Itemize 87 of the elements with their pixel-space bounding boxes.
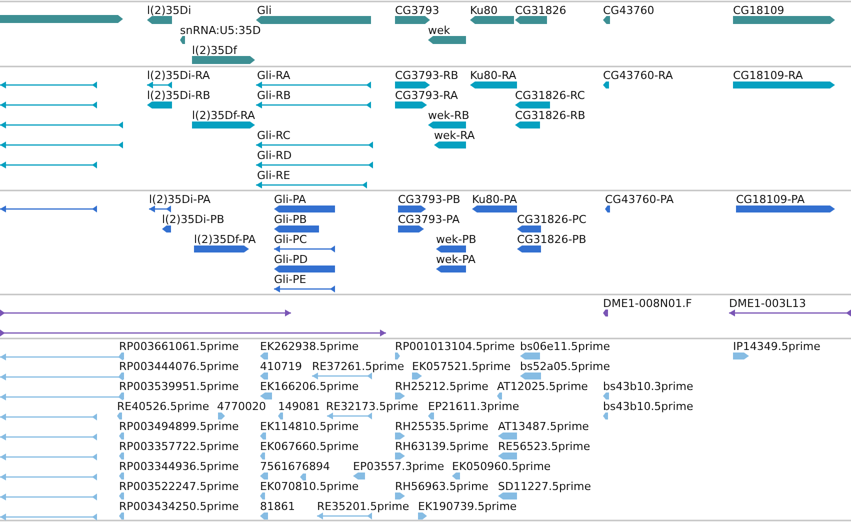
feature-label: AT13487.5prime (498, 420, 589, 433)
feature-label: CG31826 (515, 4, 566, 17)
feature-label: Gli-RC (257, 129, 290, 142)
feature-label: RE40526.5prime (117, 400, 210, 413)
feature-label: RP003661061.5prime (119, 340, 239, 353)
feature-label: Ku80-RA (470, 69, 516, 82)
feature-label: RE32173.5prime (326, 400, 418, 413)
feature-label: Gli-PB (274, 213, 307, 226)
feature-label: Gli-RD (257, 149, 292, 162)
feature-label: RH25212.5prime (395, 380, 488, 393)
feature-label: l(2)35Di-PB (162, 213, 224, 226)
feature-label: bs52a05.5prime (520, 360, 610, 373)
feature-label: CG3793-PA (398, 213, 460, 226)
feature-label: l(2)35Di-RA (147, 69, 210, 82)
feature-label: DME1-008N01.F (603, 297, 692, 310)
feature-label: RP003344936.5prime (119, 460, 239, 473)
feature-label: CG3793-RB (395, 69, 458, 82)
feature-label: Gli-RB (257, 89, 291, 102)
feature-label: Gli (257, 4, 272, 17)
feature-label: RH56963.5prime (395, 480, 488, 493)
feature-label: EK190739.5prime (418, 500, 517, 513)
feature-label: RP003434250.5prime (119, 500, 239, 513)
feature-label: EP21611.3prime (428, 400, 520, 413)
feature-label: wek-RA (434, 129, 475, 142)
feature-label: RP003494899.5prime (119, 420, 239, 433)
feature-label: EK114810.5prime (260, 420, 359, 433)
feature-label: l(2)35Df (192, 44, 237, 57)
feature-label: RH63139.5prime (395, 440, 488, 453)
feature-label: Gli-PC (274, 233, 307, 246)
feature-label: Gli-PE (274, 273, 306, 286)
feature-label: bs43b10.5prime (603, 400, 694, 413)
feature-label: RE35201.5prime (317, 500, 410, 513)
feature-label: Gli-RE (257, 169, 290, 182)
feature-label: 410719 (260, 360, 302, 373)
feature-label: 81861 (260, 500, 295, 513)
feature-label: CG3793-PB (398, 193, 460, 206)
feature-label: EK050960.5prime (452, 460, 551, 473)
feature-label: wek-PB (436, 233, 476, 246)
feature-label: RP003522247.5prime (119, 480, 239, 493)
feature-label: RP003539951.5prime (119, 380, 239, 393)
feature-label: Ku80-PA (472, 193, 518, 206)
feature-label: EK166206.5prime (260, 380, 359, 393)
feature-label: EP03557.3prime (353, 460, 444, 473)
feature-label: RE56523.5prime (498, 440, 590, 453)
feature-label: bs43b10.3prime (603, 380, 694, 393)
feature-label: EK262938.5prime (260, 340, 359, 353)
feature-label: CG3793 (395, 4, 440, 17)
feature-label: RE37261.5prime (312, 360, 404, 373)
feature-label: CG43760-PA (605, 193, 674, 206)
feature-label: CG18109 (733, 4, 784, 17)
feature-label: 7561676894 (260, 460, 330, 473)
feature-label: EK057521.5prime (412, 360, 511, 373)
feature-label: RH25535.5prime (395, 420, 488, 433)
feature-label: Ku80 (470, 4, 498, 17)
feature-label: CG31826-PC (517, 213, 586, 226)
feature-label: CG18109-PA (736, 193, 805, 206)
feature-label: IP14349.5prime (733, 340, 820, 353)
feature-label: Gli-RA (257, 69, 290, 82)
feature-label: EK070810.5prime (260, 480, 359, 493)
feature-label: l(2)35Di-RB (147, 89, 210, 102)
feature-label: CG31826-RC (515, 89, 585, 102)
feature-label: Gli-PD (274, 253, 308, 266)
feature-label: l(2)35Di-PA (149, 193, 211, 206)
feature-label: RP003357722.5prime (119, 440, 239, 453)
feature-label: SD11227.5prime (498, 480, 591, 493)
feature-label: l(2)35Df-PA (194, 233, 256, 246)
feature-label: l(2)35Di (147, 4, 192, 17)
feature-label: bs06e11.5prime (520, 340, 610, 353)
feature-label: DME1-003L13 (729, 297, 806, 310)
feature-label: 4770020 (217, 400, 266, 413)
feature-label: CG43760 (603, 4, 654, 17)
feature-label: CG3793-RA (395, 89, 458, 102)
feature-label: EK067660.5prime (260, 440, 359, 453)
feature-label: l(2)35Df-RA (192, 109, 256, 122)
feature-label: snRNA:U5:35D (180, 24, 261, 37)
feature-label: AT12025.5prime (497, 380, 588, 393)
feature-label: wek-PA (436, 253, 476, 266)
feature-label: CG18109-RA (733, 69, 803, 82)
feature-label: wek-RB (428, 109, 470, 122)
feature-label: 149081 (278, 400, 320, 413)
feature-label: RP001013104.5prime (395, 340, 515, 353)
feature-label: Gli-PA (274, 193, 306, 206)
feature-label: CG31826-RB (515, 109, 586, 122)
feature-label: wek (428, 24, 450, 37)
feature-label: CG43760-RA (603, 69, 673, 82)
feature-label: CG31826-PB (517, 233, 586, 246)
feature-label: RP003444076.5prime (119, 360, 239, 373)
